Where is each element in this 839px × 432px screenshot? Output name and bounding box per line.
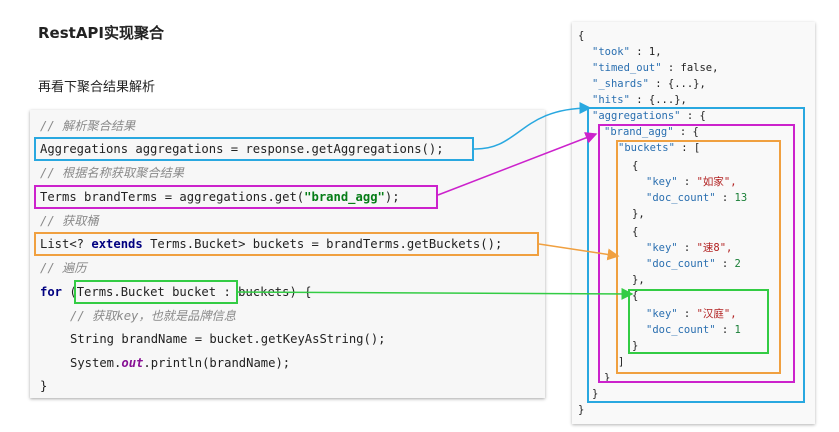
json-key: "took" [592, 46, 630, 58]
code-line-buckets: List<? extends Terms.Bucket> buckets = b… [40, 234, 502, 254]
code-comment-get-key: // 获取key，也就是品牌信息 [70, 309, 236, 323]
json-value: : 1, [636, 46, 662, 58]
json-key: "doc_count" [646, 258, 716, 270]
section-subtitle: 再看下聚合结果解析 [38, 80, 156, 95]
json-root-close: } [578, 404, 585, 416]
json-key: "_shards" [592, 78, 649, 90]
json-value: "如家", [696, 176, 737, 188]
json-bucket-open: { [632, 160, 639, 172]
json-brand-agg: "brand_agg" : { [604, 124, 699, 140]
code-text: List<? [40, 237, 92, 251]
json-bucket-key: "key" : "汉庭", [646, 306, 737, 322]
json-bucket-key: "key" : "如家", [646, 174, 737, 190]
code-text: ); [384, 190, 400, 204]
code-line-aggregations: Aggregations aggregations = response.get… [40, 142, 444, 156]
json-value: : {...}, [655, 78, 706, 90]
json-key: "key" [646, 176, 678, 188]
json-key: "doc_count" [646, 192, 716, 204]
code-string: "brand_agg" [304, 190, 385, 204]
code-line-for: for (Terms.Bucket bucket : buckets) { [40, 282, 312, 302]
code-keyword: extends [91, 237, 143, 251]
json-value: "汉庭", [696, 308, 737, 320]
json-colon: : [715, 258, 735, 270]
json-open-brace: { [578, 30, 585, 42]
code-text: .println(brandName); [143, 356, 291, 370]
json-shards: "_shards" : {...}, [592, 76, 706, 92]
json-value: 2 [734, 258, 741, 270]
json-bucket-close: }, [632, 208, 645, 220]
json-key: "doc_count" [646, 324, 716, 336]
json-bucket-close: }, [632, 274, 645, 286]
code-text: System. [70, 356, 122, 370]
json-brand-agg-close: } [604, 372, 611, 384]
json-value: : { [686, 110, 706, 122]
json-colon: : [677, 308, 697, 320]
json-key: "buckets" [618, 142, 675, 154]
json-key: "brand_agg" [604, 126, 674, 138]
json-colon: : [677, 176, 697, 188]
json-value: 13 [734, 192, 748, 204]
json-hits: "hits" : {...}, [592, 92, 687, 108]
json-bucket-doc-count: "doc_count" : 1 [646, 322, 741, 338]
json-response-panel: { "took" : 1, "timed_out" : false, "_sha… [572, 22, 815, 424]
code-line-brand-terms: Terms brandTerms = aggregations.get("bra… [40, 187, 400, 207]
json-value: : false, [667, 62, 719, 74]
json-took: "took" : 1, [592, 44, 662, 60]
json-colon: : [677, 242, 697, 254]
json-bucket-key: "key" : "速8", [646, 240, 732, 256]
json-bucket-close: } [632, 340, 639, 352]
page-title: RestAPI实现聚合 [38, 24, 165, 42]
code-comment-get-buckets: // 获取桶 [40, 214, 99, 228]
json-key: "hits" [592, 94, 630, 106]
json-bucket-doc-count: "doc_count" : 13 [646, 190, 747, 206]
json-aggregations-close: } [592, 388, 599, 400]
json-colon: : [715, 324, 735, 336]
json-key: "timed_out" [592, 62, 662, 74]
code-static-field: out [121, 356, 144, 370]
json-colon: : [715, 192, 735, 204]
json-key: "aggregations" [592, 110, 681, 122]
json-value: : { [679, 126, 699, 138]
json-timed-out: "timed_out" : false, [592, 60, 718, 76]
json-bucket-open: { [632, 290, 639, 302]
code-line-println: System.out.println(brandName); [70, 353, 290, 373]
json-value: : [ [681, 142, 701, 154]
json-value: : {...}, [636, 94, 687, 106]
code-comment-parse: // 解析聚合结果 [40, 119, 136, 133]
code-line-brand-name: String brandName = bucket.getKeyAsString… [70, 332, 386, 346]
code-keyword: for [40, 285, 63, 299]
code-text: Terms brandTerms = aggregations.get( [40, 190, 305, 204]
json-key: "key" [646, 242, 678, 254]
json-array-close: ] [618, 356, 625, 368]
json-buckets: "buckets" : [ [618, 140, 700, 156]
json-key: "key" [646, 308, 678, 320]
code-text: (Terms.Bucket bucket : buckets) { [62, 285, 312, 299]
json-bucket-doc-count: "doc_count" : 2 [646, 256, 741, 272]
code-comment-get-by-name: // 根据名称获取聚合结果 [40, 166, 184, 180]
json-aggregations: "aggregations" : { [592, 108, 706, 124]
code-comment-iterate: // 遍历 [40, 261, 87, 275]
code-line-close-brace: } [40, 379, 48, 393]
json-value: "速8", [696, 242, 733, 254]
code-panel: // 解析聚合结果 Aggregations aggregations = re… [30, 110, 545, 398]
json-bucket-open: { [632, 226, 639, 238]
code-text: Terms.Bucket> buckets = brandTerms.getBu… [142, 237, 503, 251]
json-value: 1 [734, 324, 741, 336]
